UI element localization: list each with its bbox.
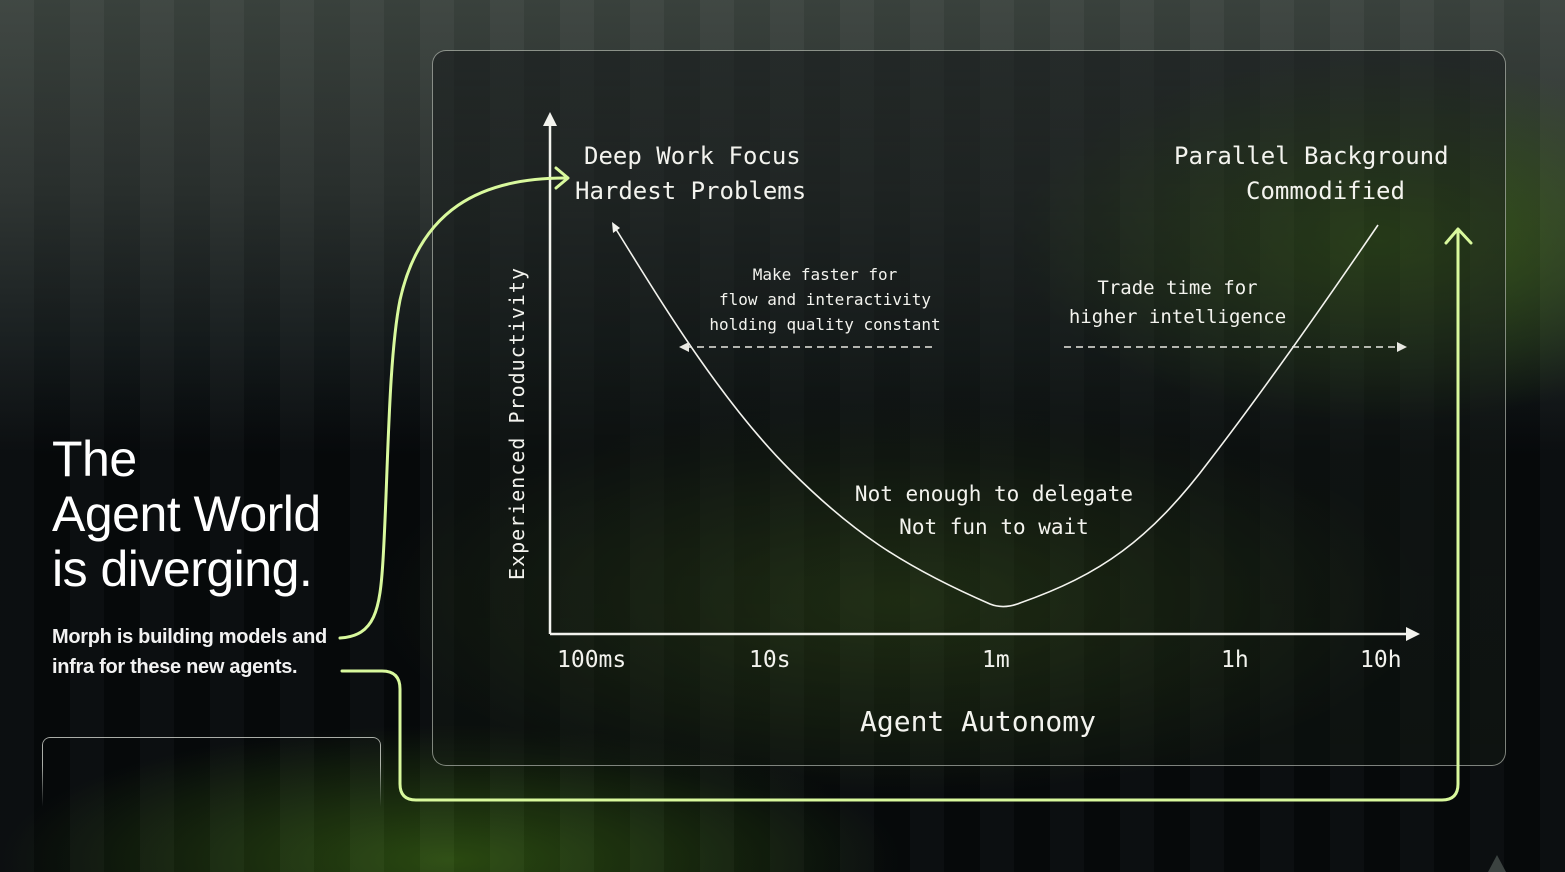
decorative-triangle-icon [1488, 855, 1506, 872]
curve-arrow-icon [612, 222, 620, 233]
x-tick-1h: 1h [1221, 647, 1249, 673]
x-tick-1m: 1m [982, 647, 1010, 673]
left-dashed-arrow-icon [679, 342, 689, 352]
x-tick-10h: 10h [1360, 647, 1402, 673]
axes [548, 124, 1408, 636]
right-note: Trade time for higher intelligence [1055, 274, 1300, 332]
lime-connector-arrow-right-icon [554, 166, 570, 190]
page-title: The Agent World is diverging. [52, 432, 321, 597]
right-dashed-arrow-icon [1397, 342, 1407, 352]
x-axis-label: Agent Autonomy [860, 705, 1097, 738]
y-axis-label: Experienced Productivity [505, 267, 529, 580]
right-note-line-1: Trade time for [1097, 277, 1258, 299]
left-note-line-2: flow and interactivity [719, 290, 931, 309]
center-note: Not enough to delegate Not fun to wait [838, 478, 1150, 544]
x-tick-100ms: 100ms [557, 647, 627, 673]
top-left-title-line-1: Deep Work Focus [584, 142, 801, 170]
subtitle: Morph is building models and infra for t… [52, 626, 327, 678]
center-note-line-2: Not fun to wait [899, 515, 1089, 539]
headline-line-1: The [52, 431, 137, 487]
left-note: Make faster for flow and interactivity h… [695, 262, 955, 337]
y-axis-arrow-icon [543, 112, 557, 126]
top-right-title-line-1: Parallel Background [1174, 142, 1449, 170]
right-note-line-2: higher intelligence [1068, 306, 1287, 328]
left-note-line-3: holding quality constant [709, 315, 941, 334]
left-note-line-1: Make faster for [752, 265, 898, 284]
headline-line-2: Agent World [52, 486, 321, 542]
partial-card [42, 737, 381, 807]
lime-connector-top [338, 176, 567, 640]
lime-connector-arrow-up-icon [1444, 227, 1473, 245]
x-axis-arrow-icon [1406, 627, 1420, 641]
top-left-title-line-2: Hardest Problems [575, 177, 807, 205]
center-note-line-1: Not enough to delegate [854, 482, 1134, 506]
top-right-title-line-2: Commodified [1246, 177, 1405, 205]
headline-line-3: is diverging. [52, 541, 313, 597]
productivity-curve [613, 224, 1379, 608]
diagram-panel [432, 50, 1506, 766]
x-tick-10s: 10s [749, 647, 791, 673]
lime-connector-bottom [340, 230, 1460, 802]
